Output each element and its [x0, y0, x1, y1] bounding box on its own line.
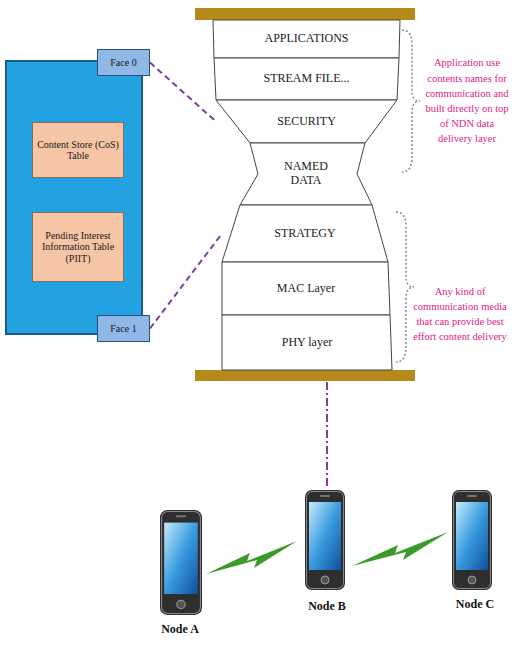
band-shape	[240, 143, 372, 205]
band-shape	[214, 58, 399, 100]
brace	[402, 30, 420, 172]
node-text: SECURITY	[277, 115, 336, 129]
dashed-connector	[150, 63, 216, 122]
table-box: Content Store (CoS) Table	[32, 122, 124, 178]
table-box: Pending Interest Information Table (PIIT…	[32, 212, 124, 282]
wireless-bolt	[352, 532, 448, 566]
band-shape	[222, 205, 388, 262]
phone-icon	[160, 510, 202, 615]
wireless-bolt	[206, 541, 297, 574]
router-panel: Face 0 Content Store (CoS) TablePending I…	[5, 60, 143, 335]
bottom-bar	[195, 370, 415, 381]
device-label: Node B	[297, 597, 357, 615]
node-text: STRATEGY	[274, 227, 335, 241]
layer-band: NAMED DATA	[240, 143, 372, 205]
band-shape	[222, 315, 392, 370]
band-shape	[222, 262, 390, 315]
node-text: PHY layer	[282, 336, 333, 350]
annotation-note: Application use contents names for commu…	[423, 30, 511, 172]
top-bar	[195, 8, 415, 20]
node-text: MAC Layer	[277, 282, 335, 296]
annotation-note: Any kind of communication media that can…	[412, 262, 508, 366]
node-text: STREAM FILE...	[263, 72, 349, 86]
layer-band: STREAM FILE...	[214, 58, 399, 100]
dashed-connector	[150, 234, 222, 329]
node-text: NAMED DATA	[276, 160, 336, 188]
band-shape	[213, 20, 400, 58]
layer-band: MAC Layer	[222, 262, 390, 315]
device-label: Node C	[445, 595, 505, 613]
node-text: Pending Interest Information Table (PIIT…	[36, 230, 120, 265]
layer-band: APPLICATIONS	[213, 20, 400, 58]
layer-band: STRATEGY	[222, 205, 388, 262]
leader-line	[326, 382, 328, 489]
node-text: APPLICATIONS	[264, 32, 348, 46]
band-shape	[216, 100, 397, 143]
layer-band: PHY layer	[222, 315, 392, 370]
phone-icon	[452, 490, 492, 590]
brace	[396, 212, 414, 362]
layer-band: SECURITY	[216, 100, 397, 143]
node-text: Face 0	[110, 57, 136, 69]
phone-icon	[305, 490, 345, 590]
face-box: Face 0	[97, 49, 150, 76]
device-label: Node A	[150, 620, 210, 638]
node-text: Content Store (CoS) Table	[36, 139, 120, 162]
node-text: Face 1	[110, 323, 136, 335]
face-box: Face 1	[97, 315, 150, 342]
